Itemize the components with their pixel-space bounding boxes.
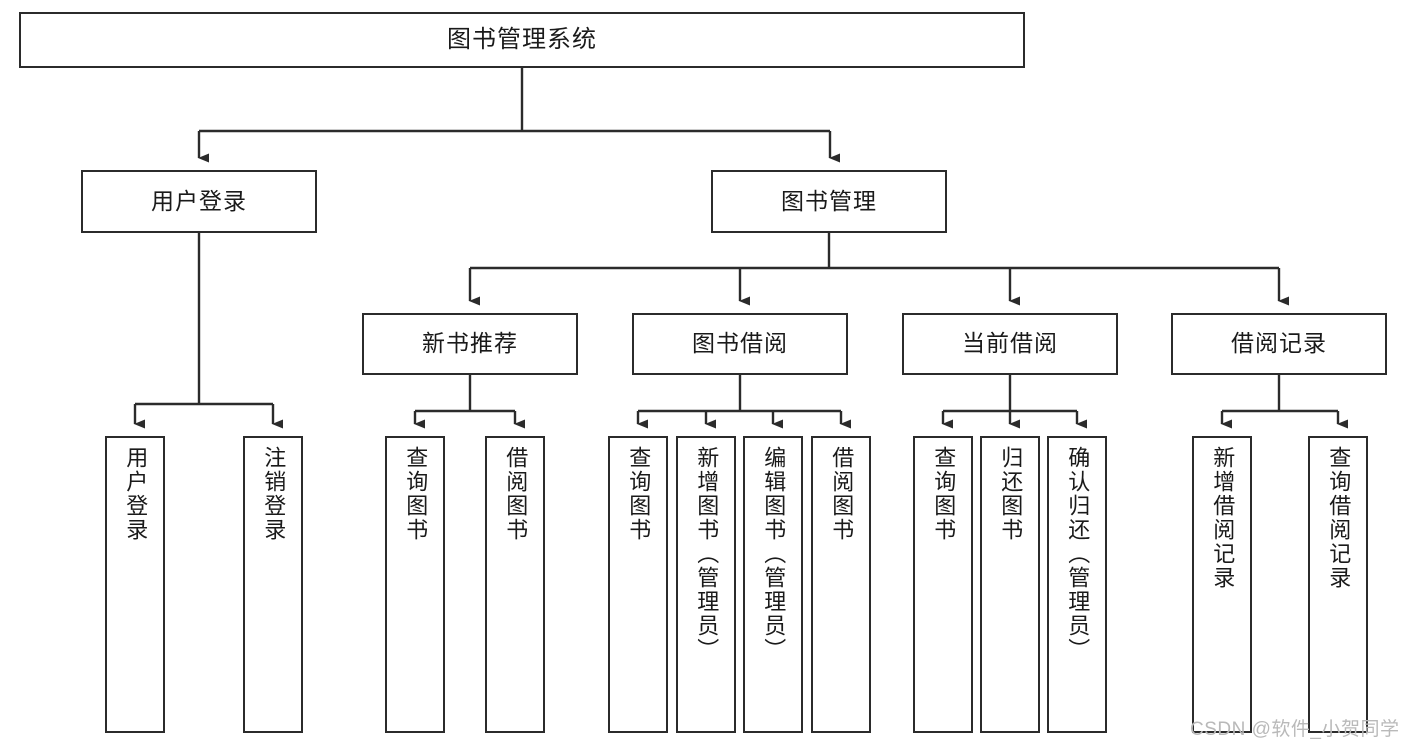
node-label: 查询图书 <box>931 446 957 542</box>
node-label: 编辑图书（管理员） <box>761 446 787 662</box>
node-label: 用户登录 <box>123 446 149 542</box>
node-label: 查询借阅记录 <box>1326 446 1352 590</box>
node-current-borrow[interactable]: 当前借阅 <box>902 313 1118 375</box>
leaf-add-borrow-record[interactable]: 新增借阅记录 <box>1192 436 1252 733</box>
node-label: 图书管理系统 <box>447 25 597 53</box>
node-label: 图书管理 <box>781 187 877 214</box>
leaf-edit-book-admin[interactable]: 编辑图书（管理员） <box>743 436 803 733</box>
node-label: 查询图书 <box>626 446 652 542</box>
node-label: 注销登录 <box>261 446 287 542</box>
node-root-system[interactable]: 图书管理系统 <box>19 12 1025 68</box>
leaf-query-book-recommend[interactable]: 查询图书 <box>385 436 445 733</box>
node-label: 借阅记录 <box>1231 330 1327 357</box>
node-book-management[interactable]: 图书管理 <box>711 170 947 233</box>
leaf-query-book-current[interactable]: 查询图书 <box>913 436 973 733</box>
node-label: 归还图书 <box>998 446 1024 542</box>
node-label: 借阅图书 <box>829 446 855 542</box>
node-label: 借阅图书 <box>503 446 529 542</box>
node-new-book-recommend[interactable]: 新书推荐 <box>362 313 578 375</box>
node-label: 新书推荐 <box>422 330 518 357</box>
leaf-query-borrow-record[interactable]: 查询借阅记录 <box>1308 436 1368 733</box>
node-label: 确认归还（管理员） <box>1065 446 1091 662</box>
leaf-borrow-book[interactable]: 借阅图书 <box>811 436 871 733</box>
node-user-login[interactable]: 用户登录 <box>81 170 317 233</box>
leaf-borrow-book-recommend[interactable]: 借阅图书 <box>485 436 545 733</box>
leaf-query-book[interactable]: 查询图书 <box>608 436 668 733</box>
node-label: 新增借阅记录 <box>1210 446 1236 590</box>
leaf-user-login[interactable]: 用户登录 <box>105 436 165 733</box>
leaf-return-book[interactable]: 归还图书 <box>980 436 1040 733</box>
node-label: 新增图书（管理员） <box>694 446 720 662</box>
node-label: 当前借阅 <box>962 330 1058 357</box>
leaf-logout[interactable]: 注销登录 <box>243 436 303 733</box>
node-book-borrow[interactable]: 图书借阅 <box>632 313 848 375</box>
watermark: CSDN @软件_小贺同学 <box>1190 719 1400 740</box>
node-label: 图书借阅 <box>692 330 788 357</box>
leaf-add-book-admin[interactable]: 新增图书（管理员） <box>676 436 736 733</box>
node-label: 用户登录 <box>151 187 247 214</box>
node-label: 查询图书 <box>403 446 429 542</box>
leaf-confirm-return-admin[interactable]: 确认归还（管理员） <box>1047 436 1107 733</box>
node-borrow-record[interactable]: 借阅记录 <box>1171 313 1387 375</box>
